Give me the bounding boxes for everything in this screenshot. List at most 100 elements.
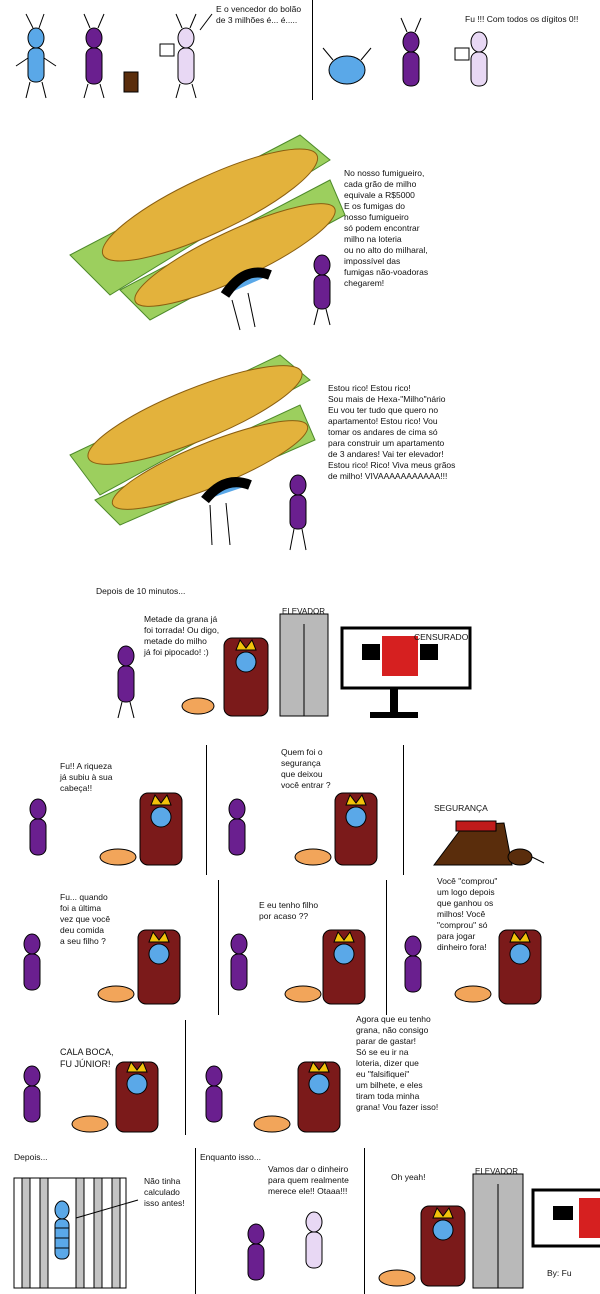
crown-icon bbox=[333, 930, 355, 943]
panel-divider bbox=[185, 1020, 186, 1135]
panel-meanwhile: Enquanto isso... Vamos dar o dinheiro pa… bbox=[196, 1148, 364, 1294]
panel-i-am-rich: Estou rico! Estou rico! Sou mais de Hexa… bbox=[0, 335, 600, 555]
jail-illustration bbox=[13, 1177, 139, 1289]
panel-ten-minutes-later: Depois de 10 minutos... ELEVADOR CE bbox=[0, 580, 600, 725]
scene-illustration bbox=[247, 1211, 323, 1281]
panel-security-question: Quem foi o segurança que deixou você ent… bbox=[207, 745, 402, 875]
purple-ant-junior bbox=[23, 933, 41, 991]
panel-divider bbox=[218, 880, 219, 1015]
crown-icon bbox=[235, 638, 257, 651]
blue-ant-fu bbox=[201, 477, 252, 546]
fu-speech: CALA BOCA, FU JÚNIOR! bbox=[60, 1047, 114, 1069]
throne-with-fu bbox=[322, 929, 366, 1005]
purple-ant-junior bbox=[400, 17, 422, 87]
purple-ant-junior bbox=[230, 933, 248, 991]
junior-speech: Você "comprou" um logo depois que ganhou… bbox=[437, 876, 498, 952]
panel-security-guard: SEGURANÇA bbox=[404, 745, 600, 875]
lilac-ant-announcer bbox=[305, 1211, 323, 1269]
scene-illustration bbox=[23, 1060, 159, 1133]
tv-censored bbox=[531, 1188, 600, 1248]
announcer-reply: Fu !!! Com todos os dígitos 0!! bbox=[465, 14, 579, 24]
panel-divider bbox=[364, 1148, 365, 1294]
elevator bbox=[279, 613, 329, 717]
fu-speech: Agora que eu tenho grana, não consigo pa… bbox=[356, 1014, 439, 1112]
corn-cob-icon bbox=[119, 179, 346, 321]
throne-with-fu bbox=[297, 1060, 341, 1133]
throne-with-fu bbox=[223, 637, 269, 717]
popcorn-pile-icon bbox=[99, 848, 137, 866]
jail-bars bbox=[21, 1177, 121, 1289]
purple-ant-junior bbox=[228, 798, 246, 856]
scene-illustration bbox=[228, 792, 378, 866]
throne-with-fu bbox=[498, 929, 542, 1005]
purple-ant-junior bbox=[205, 1065, 223, 1123]
panel-divider bbox=[312, 0, 313, 100]
panel-jail: Depois... Não tinha calculado isso antes… bbox=[0, 1148, 195, 1294]
popcorn-pile-icon bbox=[284, 985, 322, 1003]
elevator-label: ELEVADOR bbox=[475, 1167, 518, 1176]
panel-digit-zero: Fu !!! Com todos os dígitos 0!! bbox=[313, 0, 600, 100]
fu-speech: Estou rico! Estou rico! Sou mais de Hexa… bbox=[328, 383, 456, 481]
panel-feed-son: Fu... quando foi a última vez que você d… bbox=[0, 880, 205, 1015]
signature: By: Fu bbox=[547, 1268, 572, 1278]
crown-icon bbox=[150, 793, 172, 806]
guard-label: SEGURANÇA bbox=[434, 803, 488, 813]
throne-with-fu bbox=[139, 792, 183, 866]
corn-cobs-illustration bbox=[69, 134, 346, 331]
time-caption: Enquanto isso... bbox=[200, 1152, 261, 1162]
corn-cobs-illustration bbox=[69, 354, 316, 551]
scene-illustration bbox=[117, 613, 472, 719]
panel-falsify-ticket: Agora que eu tenho grana, não consigo pa… bbox=[186, 1012, 600, 1135]
radio-icon bbox=[123, 71, 139, 93]
narration-text: No nosso fumigueiro, cada grão de milho … bbox=[344, 168, 429, 288]
junior-speech: Fu... quando foi a última vez que você d… bbox=[60, 892, 111, 946]
lilac-ant-announcer bbox=[454, 31, 488, 87]
corn-cob-icon bbox=[69, 354, 311, 496]
scene-illustration bbox=[230, 929, 366, 1005]
fu-speech: Metade da grana já foi torrada! Ou digo,… bbox=[144, 614, 220, 657]
panel-shut-up: CALA BOCA, FU JÚNIOR! bbox=[0, 1020, 185, 1135]
blue-ant-fu bbox=[15, 13, 57, 99]
panel-oh-yeah: Oh yeah! ELEVADOR By: Fu bbox=[365, 1148, 600, 1294]
censored-label: CENSURADO bbox=[414, 632, 469, 642]
panel-divider bbox=[403, 745, 404, 875]
scene-illustration bbox=[23, 929, 181, 1005]
junior-speech: Quem foi o segurança que deixou você ent… bbox=[281, 747, 331, 790]
announcer-speech: Vamos dar o dinheiro para quem realmente… bbox=[268, 1164, 349, 1196]
popcorn-pile-icon bbox=[97, 985, 135, 1003]
ant-figures-group bbox=[322, 17, 488, 87]
purple-ant-junior bbox=[289, 474, 307, 551]
panel-divider bbox=[206, 745, 207, 875]
blue-blob-ant bbox=[322, 47, 372, 85]
scene-illustration bbox=[378, 1173, 600, 1289]
lilac-ant-announcer bbox=[159, 13, 197, 99]
scene-illustration bbox=[433, 820, 545, 866]
purple-ant-junior bbox=[29, 798, 47, 856]
scene-illustration bbox=[404, 929, 542, 1005]
corn-cob-icon bbox=[69, 134, 331, 296]
popcorn-pile-icon bbox=[378, 1269, 416, 1287]
purple-ant-junior bbox=[247, 1223, 265, 1281]
purple-ant-junior bbox=[23, 1065, 41, 1123]
popcorn-pile-icon bbox=[181, 697, 215, 715]
throne-with-fu bbox=[137, 929, 181, 1005]
jail-cell bbox=[13, 1177, 127, 1289]
time-caption: Depois... bbox=[14, 1152, 48, 1162]
speech-tail bbox=[199, 13, 213, 31]
fu-speech: Oh yeah! bbox=[391, 1172, 426, 1182]
fu-speech: E eu tenho filho por acaso ?? bbox=[259, 900, 319, 921]
crown-icon bbox=[432, 1206, 454, 1219]
panel-divider bbox=[386, 880, 387, 1015]
purple-ant-junior bbox=[313, 254, 331, 326]
ant-figures-group bbox=[15, 13, 213, 99]
elevator-label: ELEVADOR bbox=[282, 607, 325, 616]
purple-ant-junior bbox=[117, 645, 135, 719]
blue-ant-fu bbox=[220, 267, 272, 331]
junior-speech: Fu!! A riqueza já subiu à sua cabeça!! bbox=[60, 761, 113, 793]
scene-illustration bbox=[205, 1060, 341, 1133]
fu-speech: Não tinha calculado isso antes! bbox=[144, 1176, 185, 1208]
elevator bbox=[472, 1173, 524, 1289]
tv-censored bbox=[340, 626, 472, 718]
prisoner-ant-fu bbox=[54, 1200, 70, 1260]
panel-corn-explanation: No nosso fumigueiro, cada grão de milho … bbox=[0, 105, 600, 335]
